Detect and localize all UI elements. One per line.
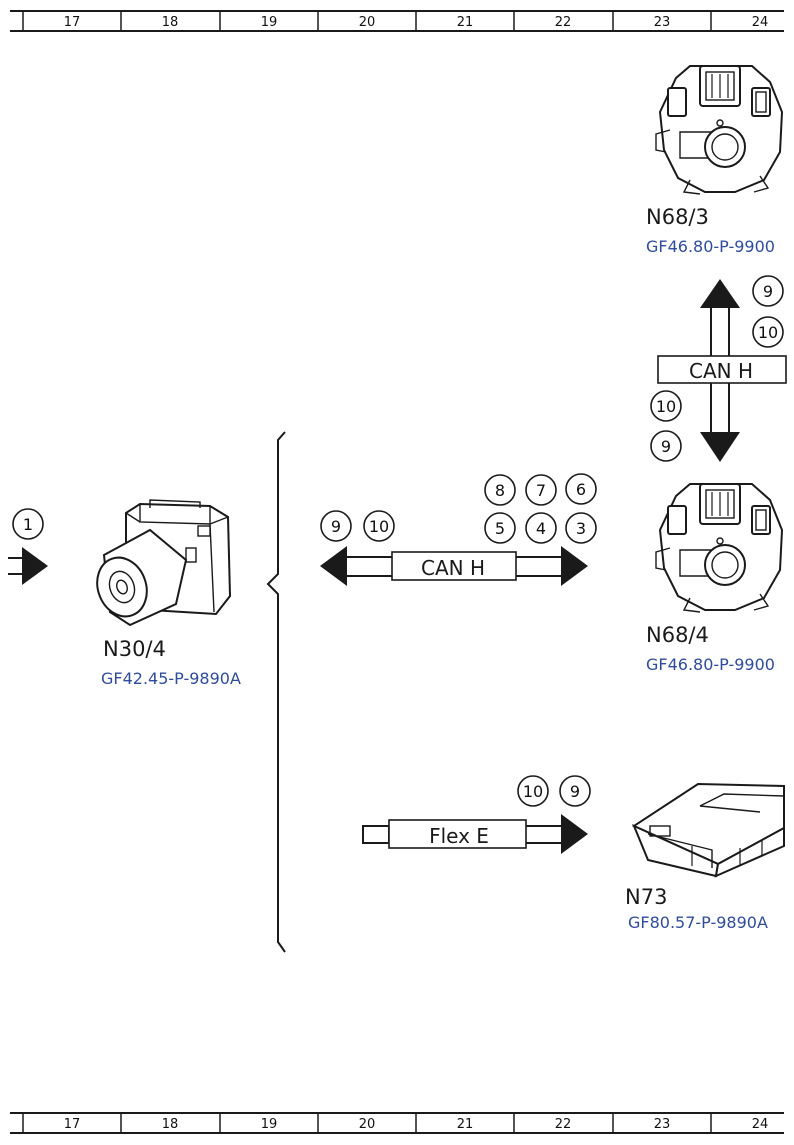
callout-6-text: 6 bbox=[576, 480, 586, 499]
ruler-top-col-22: 22 bbox=[555, 15, 572, 30]
callout-9-flex-text: 9 bbox=[570, 782, 580, 801]
callout-9-vertical-down-text: 9 bbox=[661, 437, 671, 456]
can-h-down-arrow-head bbox=[700, 432, 740, 462]
flex-e-label: Flex E bbox=[429, 824, 489, 848]
flex-e-arrow-head bbox=[561, 814, 588, 854]
can-h-up-arrow-head bbox=[700, 279, 740, 308]
n73-label: N73 bbox=[625, 885, 667, 909]
callout-10-vertical-up: 10 bbox=[752, 316, 784, 348]
ruler-top-col-18: 18 bbox=[162, 15, 179, 30]
ruler-bottom-col-20: 20 bbox=[359, 1117, 376, 1132]
n30-4-label: N30/4 bbox=[103, 637, 166, 661]
ruler-bottom-col-18: 18 bbox=[162, 1117, 179, 1132]
callout-5-text: 5 bbox=[495, 519, 505, 538]
input-arrow bbox=[8, 547, 48, 585]
ruler-top-col-19: 19 bbox=[261, 15, 278, 30]
n73-ref-link[interactable]: GF80.57-P-9890A bbox=[628, 913, 768, 932]
input-arrow-head bbox=[22, 547, 48, 585]
callout-8-text: 8 bbox=[495, 481, 505, 500]
ruler-top-col-17: 17 bbox=[64, 15, 81, 30]
n68-3-ref-link[interactable]: GF46.80-P-9900 bbox=[646, 237, 775, 256]
callout-9-left: 9 bbox=[320, 510, 352, 542]
callout-10-flex-text: 10 bbox=[523, 782, 543, 801]
callout-10-left: 10 bbox=[363, 510, 395, 542]
can-h-right-arrow-head bbox=[561, 546, 588, 586]
callout-9-left-text: 9 bbox=[331, 517, 341, 536]
callout-10-left-text: 10 bbox=[369, 517, 389, 536]
n73-control-unit-icon bbox=[631, 782, 785, 878]
can-h-left-arrow-head bbox=[320, 546, 347, 586]
top-ruler: 17 18 19 20 21 22 23 24 bbox=[10, 10, 784, 32]
ruler-bottom-col-17: 17 bbox=[64, 1117, 81, 1132]
callout-9-flex: 9 bbox=[559, 775, 591, 807]
ruler-top-col-23: 23 bbox=[654, 15, 671, 30]
callout-4: 4 bbox=[525, 512, 557, 544]
distribution-brace bbox=[266, 431, 286, 953]
n68-3-sensor-icon bbox=[655, 65, 784, 195]
callout-3-text: 3 bbox=[576, 519, 586, 538]
can-h-horizontal-label: CAN H bbox=[421, 556, 485, 580]
callout-10-flex: 10 bbox=[517, 775, 549, 807]
n68-4-sensor-icon bbox=[655, 483, 784, 613]
callout-4-text: 4 bbox=[536, 519, 546, 538]
ruler-top-col-24: 24 bbox=[752, 15, 769, 30]
callout-8: 8 bbox=[484, 474, 516, 506]
can-h-vertical-bus: CAN H bbox=[657, 279, 787, 462]
callout-1-text: 1 bbox=[23, 515, 33, 534]
ruler-bottom-col-24: 24 bbox=[752, 1117, 769, 1132]
n68-3-label: N68/3 bbox=[646, 205, 709, 229]
callout-9-vertical-down: 9 bbox=[650, 430, 682, 462]
ruler-bottom-col-23: 23 bbox=[654, 1117, 671, 1132]
callout-1: 1 bbox=[12, 508, 44, 540]
callout-9-vertical-up-text: 9 bbox=[763, 282, 773, 301]
ruler-bottom-col-21: 21 bbox=[457, 1117, 474, 1132]
bottom-ruler: 17 18 19 20 21 22 23 24 bbox=[10, 1112, 784, 1134]
n30-4-ref-link[interactable]: GF42.45-P-9890A bbox=[101, 669, 241, 688]
ruler-bottom-col-22: 22 bbox=[555, 1117, 572, 1132]
callout-10-vertical-up-text: 10 bbox=[758, 323, 778, 342]
callout-10-vertical-down-text: 10 bbox=[656, 397, 676, 416]
ruler-top-col-21: 21 bbox=[457, 15, 474, 30]
n68-4-ref-link[interactable]: GF46.80-P-9900 bbox=[646, 655, 775, 674]
callout-9-vertical-up: 9 bbox=[752, 275, 784, 307]
callout-10-vertical-down: 10 bbox=[650, 390, 682, 422]
flex-e-bus: Flex E bbox=[362, 814, 588, 854]
ruler-top-col-20: 20 bbox=[359, 15, 376, 30]
can-h-vertical-label: CAN H bbox=[689, 359, 753, 383]
callout-7: 7 bbox=[525, 474, 557, 506]
callout-6: 6 bbox=[565, 473, 597, 505]
n68-4-label: N68/4 bbox=[646, 623, 709, 647]
can-h-horizontal-bus: CAN H bbox=[320, 546, 588, 586]
callout-5: 5 bbox=[484, 512, 516, 544]
ruler-bottom-col-19: 19 bbox=[261, 1117, 278, 1132]
callout-7-text: 7 bbox=[536, 481, 546, 500]
n30-4-unit-icon bbox=[96, 499, 232, 627]
callout-3: 3 bbox=[565, 512, 597, 544]
